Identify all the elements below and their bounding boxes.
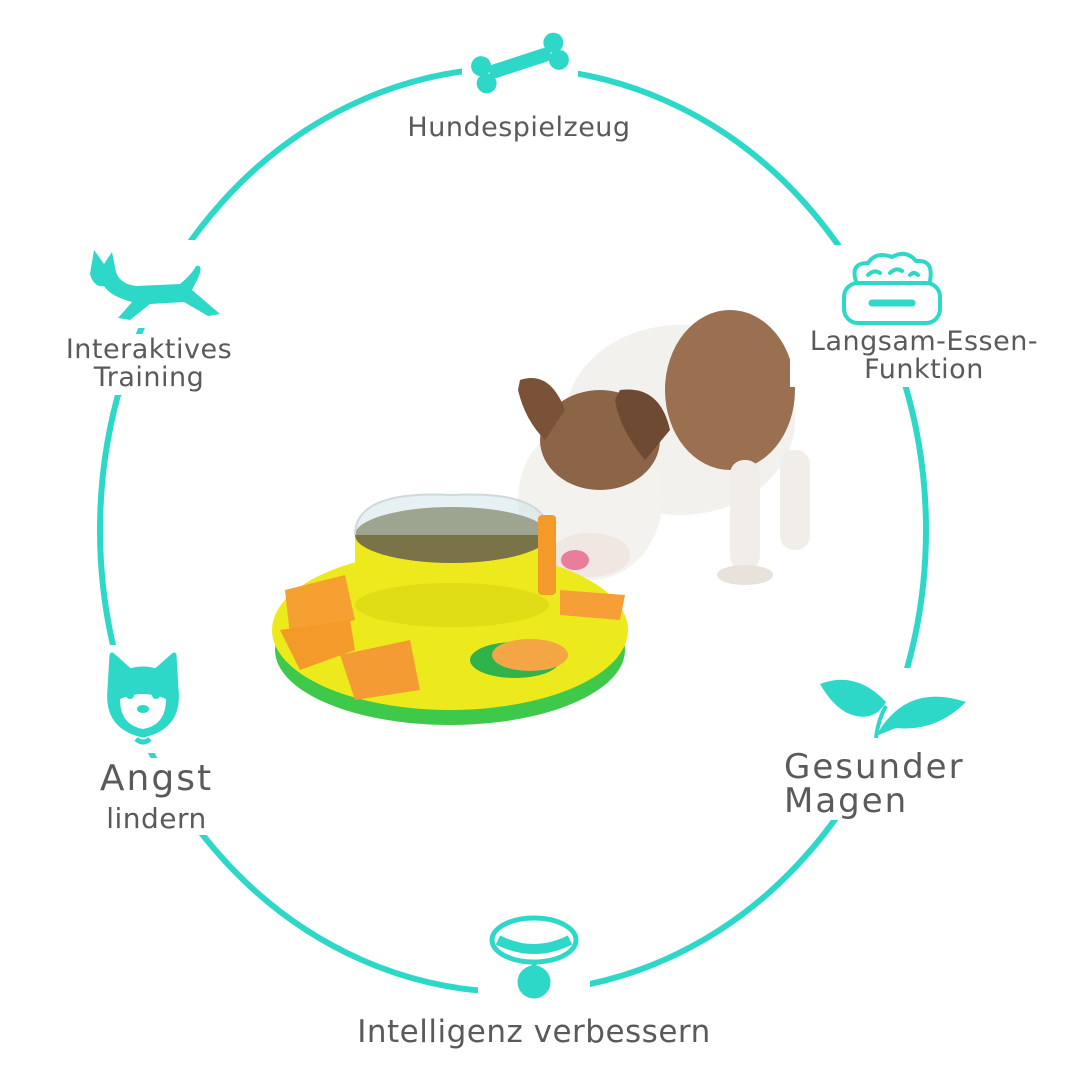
label-line: Magen	[784, 781, 909, 821]
shiba-face-icon	[96, 645, 190, 753]
product-photo-dog-with-puzzle-feeder	[272, 310, 810, 725]
dog-collar-icon	[478, 908, 590, 1006]
leaves-icon	[812, 668, 980, 748]
bone-icon	[462, 30, 578, 96]
label-line: Training	[93, 362, 205, 394]
label-line: Gesunder	[784, 747, 965, 787]
running-dog-icon	[76, 240, 234, 328]
label-line: lindern	[106, 801, 207, 835]
feature-label-interaktives-training: Interaktives Training	[50, 334, 248, 395]
feature-label-langsam-essen: Langsam-Essen- Funktion	[790, 326, 1058, 387]
feature-label-hundespielzeug: Hundespielzeug	[395, 112, 643, 145]
food-bowl-icon	[830, 245, 954, 333]
label-line: Langsam-Essen-	[809, 326, 1039, 357]
label-line: Funktion	[864, 354, 984, 386]
label-line: Interaktives	[65, 334, 233, 365]
feature-label-angst-lindern: Angst lindern	[70, 758, 243, 836]
feature-label-gesunder-magen: Gesunder Magen	[780, 748, 978, 820]
feature-label-intelligenz-verbessern: Intelligenz verbessern	[330, 1014, 738, 1051]
label-line: Angst	[99, 758, 214, 799]
